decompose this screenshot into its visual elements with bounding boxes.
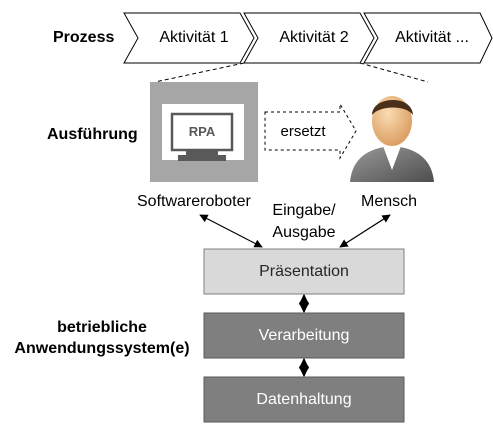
- human-io-arrow: [339, 214, 391, 248]
- zoom-line-left: [154, 62, 245, 83]
- robot-screen-text: RPA: [188, 124, 216, 139]
- system-label-line2: Anwendungssystem(e): [14, 340, 190, 357]
- process-chevrons: [123, 12, 493, 64]
- activity-2-label: Aktivität 2: [279, 29, 349, 46]
- execution-label: Ausführung: [47, 126, 138, 143]
- layer-presentation-box: [203, 248, 405, 295]
- layer-data-box: [203, 376, 405, 423]
- robot-caption: Softwareroboter: [137, 193, 251, 210]
- replaces-arrow: [264, 102, 357, 160]
- human-caption: Mensch: [361, 193, 418, 210]
- layer-processing-box: [203, 312, 405, 359]
- zoom-line-right: [359, 62, 429, 83]
- layer-data-label: Datenhaltung: [256, 391, 352, 408]
- layer-processing-label: Verarbeitung: [258, 327, 350, 344]
- chevron-activity-3: [363, 12, 493, 64]
- activity-1-label: Aktivität 1: [159, 29, 229, 46]
- monitor-icon: [150, 82, 258, 182]
- replaces-label: ersetzt: [280, 123, 326, 140]
- chevron-activity-1: [123, 12, 255, 64]
- system-label-line1: betriebliche: [57, 319, 147, 336]
- process-label: Prozess: [53, 29, 115, 46]
- io-label-line2: Ausgabe: [272, 224, 336, 241]
- layer-presentation-label: Präsentation: [259, 263, 349, 280]
- person-icon: [350, 96, 434, 182]
- robot-io-arrow: [199, 214, 263, 248]
- activity-3-label: Aktivität ...: [395, 29, 469, 46]
- io-label-line1: Eingabe/: [272, 202, 336, 219]
